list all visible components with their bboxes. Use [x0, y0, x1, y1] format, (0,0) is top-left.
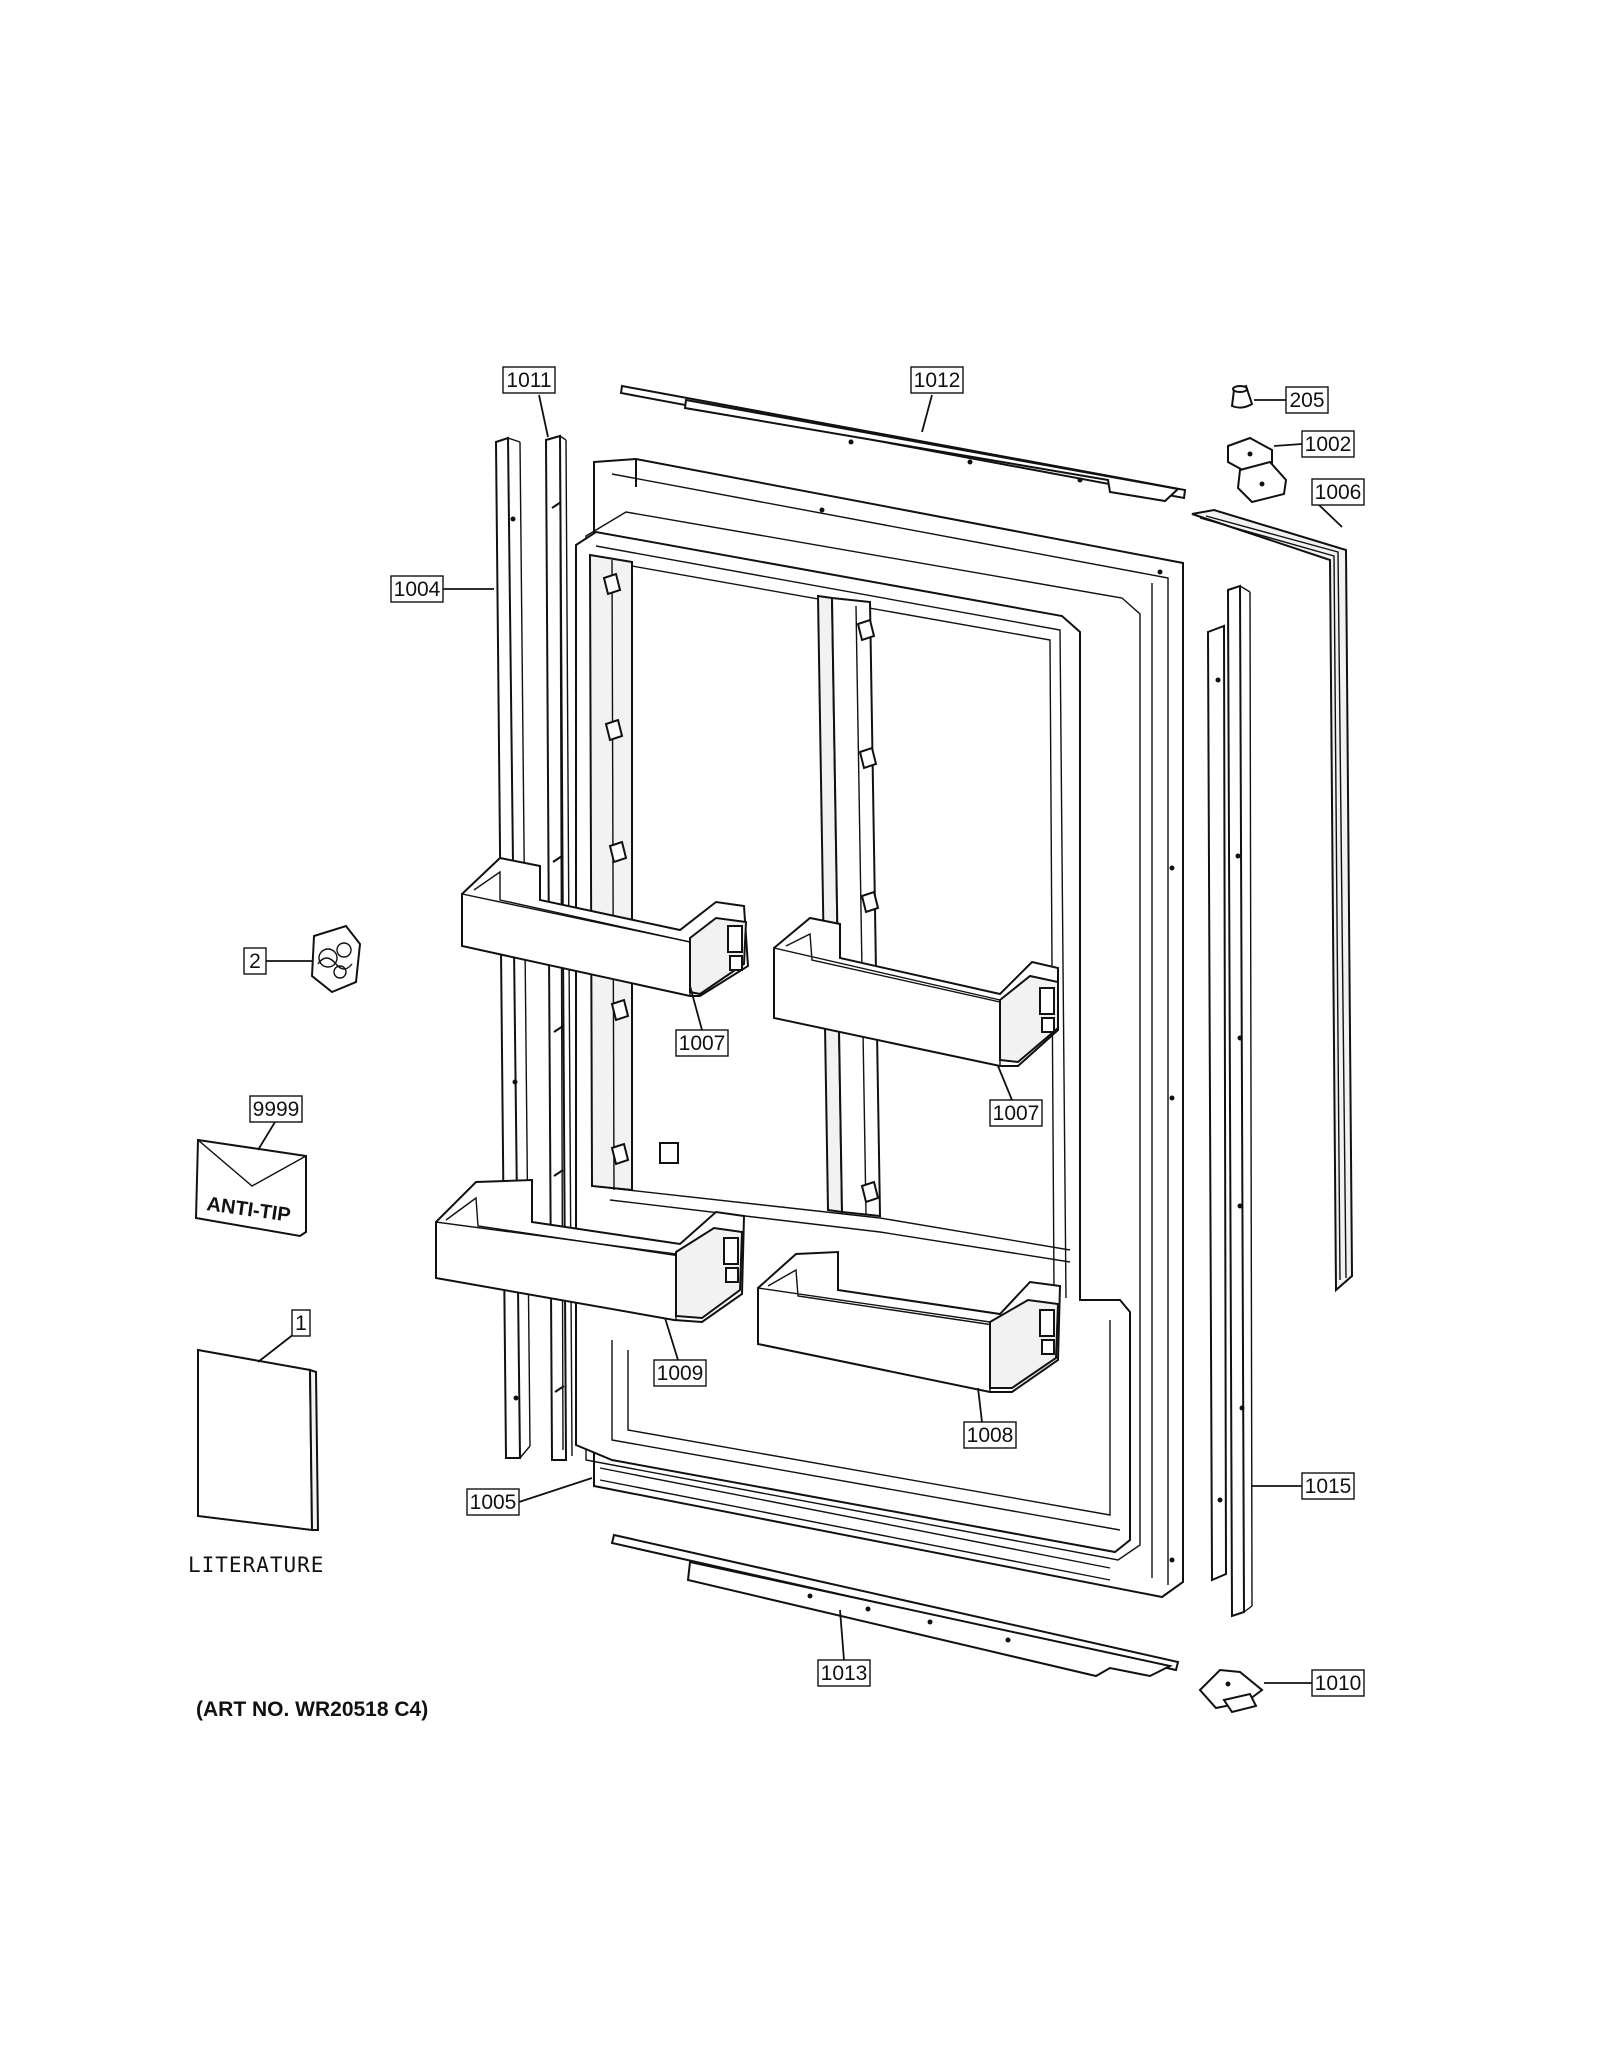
- svg-text:205: 205: [1289, 389, 1324, 412]
- svg-text:1: 1: [295, 1312, 307, 1335]
- callout-1005[interactable]: 1005: [466, 1488, 520, 1516]
- callout-205[interactable]: 205: [1285, 386, 1329, 414]
- bottom-hinge-part-1010: [1198, 1668, 1264, 1714]
- svg-text:1004: 1004: [394, 578, 441, 601]
- literature-part-1: LITERATURE: [188, 1348, 324, 1577]
- svg-text:1002: 1002: [1305, 433, 1352, 456]
- anti-tip-hardware-part-2: [310, 924, 362, 994]
- svg-text:2: 2: [249, 950, 261, 973]
- callout-1[interactable]: 1: [291, 1309, 311, 1337]
- door-bin-part-1007-right: [773, 916, 1059, 1067]
- door-bin-part-1008: [757, 1250, 1062, 1393]
- callout-1012[interactable]: 1012: [910, 366, 964, 394]
- svg-text:1005: 1005: [470, 1491, 517, 1514]
- callout-1010[interactable]: 1010: [1311, 1669, 1365, 1697]
- callout-1002[interactable]: 1002: [1301, 430, 1355, 458]
- callout-labels: 1011 1012 205 1002 1006 1004 2 1007: [243, 366, 1365, 1697]
- gasket-part-1006: [1191, 508, 1354, 1293]
- callout-1013[interactable]: 1013: [817, 1659, 871, 1687]
- art-number: (ART NO. WR20518 C4): [196, 1698, 428, 1721]
- svg-text:1006: 1006: [1315, 481, 1362, 504]
- anti-tip-envelope-part-9999: ANTI-TIP: [194, 1138, 307, 1238]
- svg-text:1009: 1009: [657, 1362, 704, 1385]
- callout-1009[interactable]: 1009: [653, 1359, 707, 1387]
- svg-text:1011: 1011: [506, 369, 551, 392]
- callout-1011[interactable]: 1011: [502, 366, 556, 394]
- svg-text:1008: 1008: [967, 1424, 1014, 1447]
- svg-text:1007: 1007: [679, 1032, 726, 1055]
- callout-2[interactable]: 2: [243, 947, 267, 975]
- shelf-supports-left: [602, 572, 679, 1166]
- literature-label: LITERATURE: [188, 1553, 324, 1577]
- svg-text:1013: 1013: [821, 1662, 868, 1685]
- svg-text:9999: 9999: [253, 1098, 300, 1121]
- svg-text:1015: 1015: [1305, 1475, 1352, 1498]
- callout-1006[interactable]: 1006: [1311, 478, 1365, 506]
- callout-1015[interactable]: 1015: [1301, 1472, 1355, 1500]
- hinge-cap-part-205: [1230, 384, 1254, 409]
- top-trim-part-1012: [619, 384, 1187, 503]
- callout-1008[interactable]: 1008: [963, 1421, 1017, 1449]
- svg-text:1010: 1010: [1315, 1672, 1362, 1695]
- top-hinge-part-1002: [1227, 436, 1288, 504]
- door-bin-part-1007-left: [461, 856, 750, 997]
- right-trim-part-1015: [1206, 584, 1253, 1618]
- callout-1007-left[interactable]: 1007: [675, 1029, 729, 1057]
- callout-1007-right[interactable]: 1007: [989, 1099, 1043, 1127]
- door-bin-part-1009: [435, 1178, 746, 1324]
- svg-text:1012: 1012: [914, 369, 961, 392]
- svg-text:1007: 1007: [993, 1102, 1040, 1125]
- callout-9999[interactable]: 9999: [249, 1095, 303, 1123]
- leader-lines: [257, 394, 1343, 1684]
- callout-1004[interactable]: 1004: [390, 575, 444, 603]
- bottom-trim-part-1013: [610, 1533, 1180, 1678]
